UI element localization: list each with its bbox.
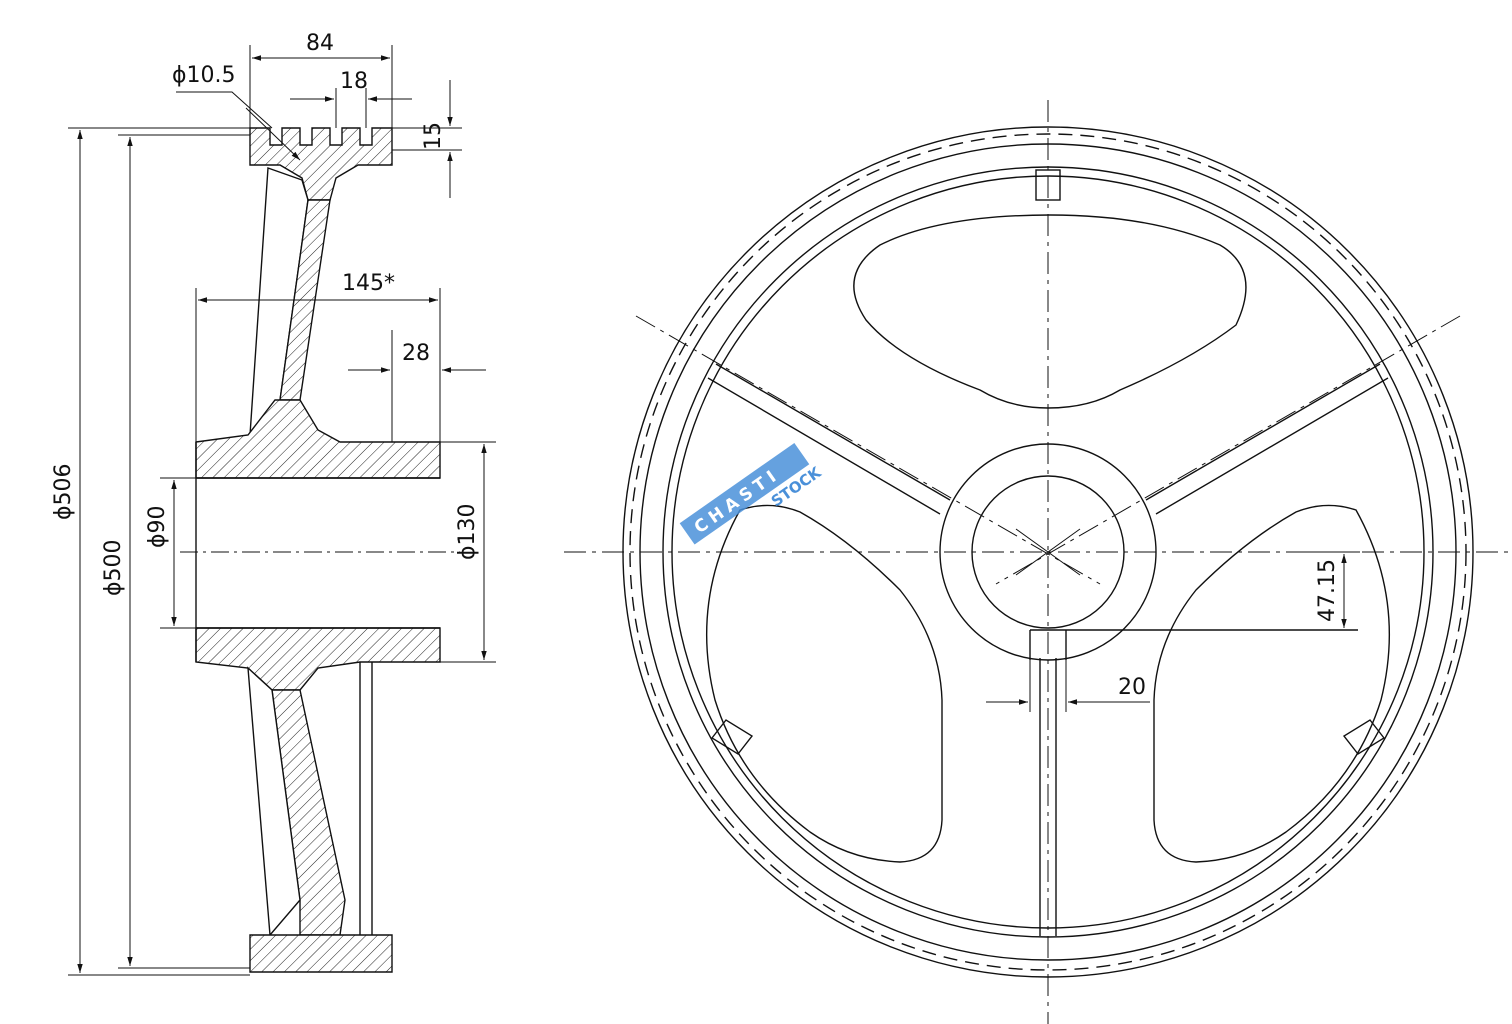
rim-inner-circle [662,166,1434,938]
dim-outer-dia: ϕ506 [51,463,76,520]
rim-key-top [1035,169,1061,201]
watermark-brand: CHASTI [691,464,784,538]
lower-web [247,666,301,937]
rim-inner-circle-2 [671,175,1425,929]
dim-rib-width: 20 [1118,675,1146,700]
spoke-centerline-left [635,315,1101,585]
rim-key-right [1342,719,1386,755]
spoke-centerline-right [995,315,1461,585]
outer-rim-circle [622,126,1474,978]
top-window [853,214,1247,409]
section-dimensions [68,45,496,976]
section-view [180,127,460,973]
front-view [564,100,1512,1024]
dim-hub-offset: 28 [402,341,430,366]
bottom-rim-section [249,934,393,973]
right-window [1153,504,1391,863]
hub-outer-circle [939,443,1157,661]
dim-groove-dia: ϕ10.5 [172,63,236,88]
dim-groove-depth: 15 [421,122,446,150]
dim-groove-pitch: 18 [340,69,368,94]
rim-circle-2 [639,143,1457,961]
hub-bore-circle [971,475,1125,629]
dim-hub-length: 145* [342,271,395,296]
rim-dashed-circle [629,133,1467,971]
hub-lower-section [195,627,441,691]
rim-key-left [710,719,754,755]
dim-rib-offset: 47.15 [1315,559,1340,622]
hub-upper-section [195,399,441,479]
dim-pitch-dia: ϕ500 [101,539,126,596]
dim-hub-dia: ϕ130 [455,503,480,560]
front-dimensions [986,551,1360,712]
dim-rim-width: 84 [306,31,334,56]
left-window [705,504,943,863]
watermark: CHASTI STOCK [679,442,825,545]
dim-bore-dia: ϕ90 [145,505,170,548]
